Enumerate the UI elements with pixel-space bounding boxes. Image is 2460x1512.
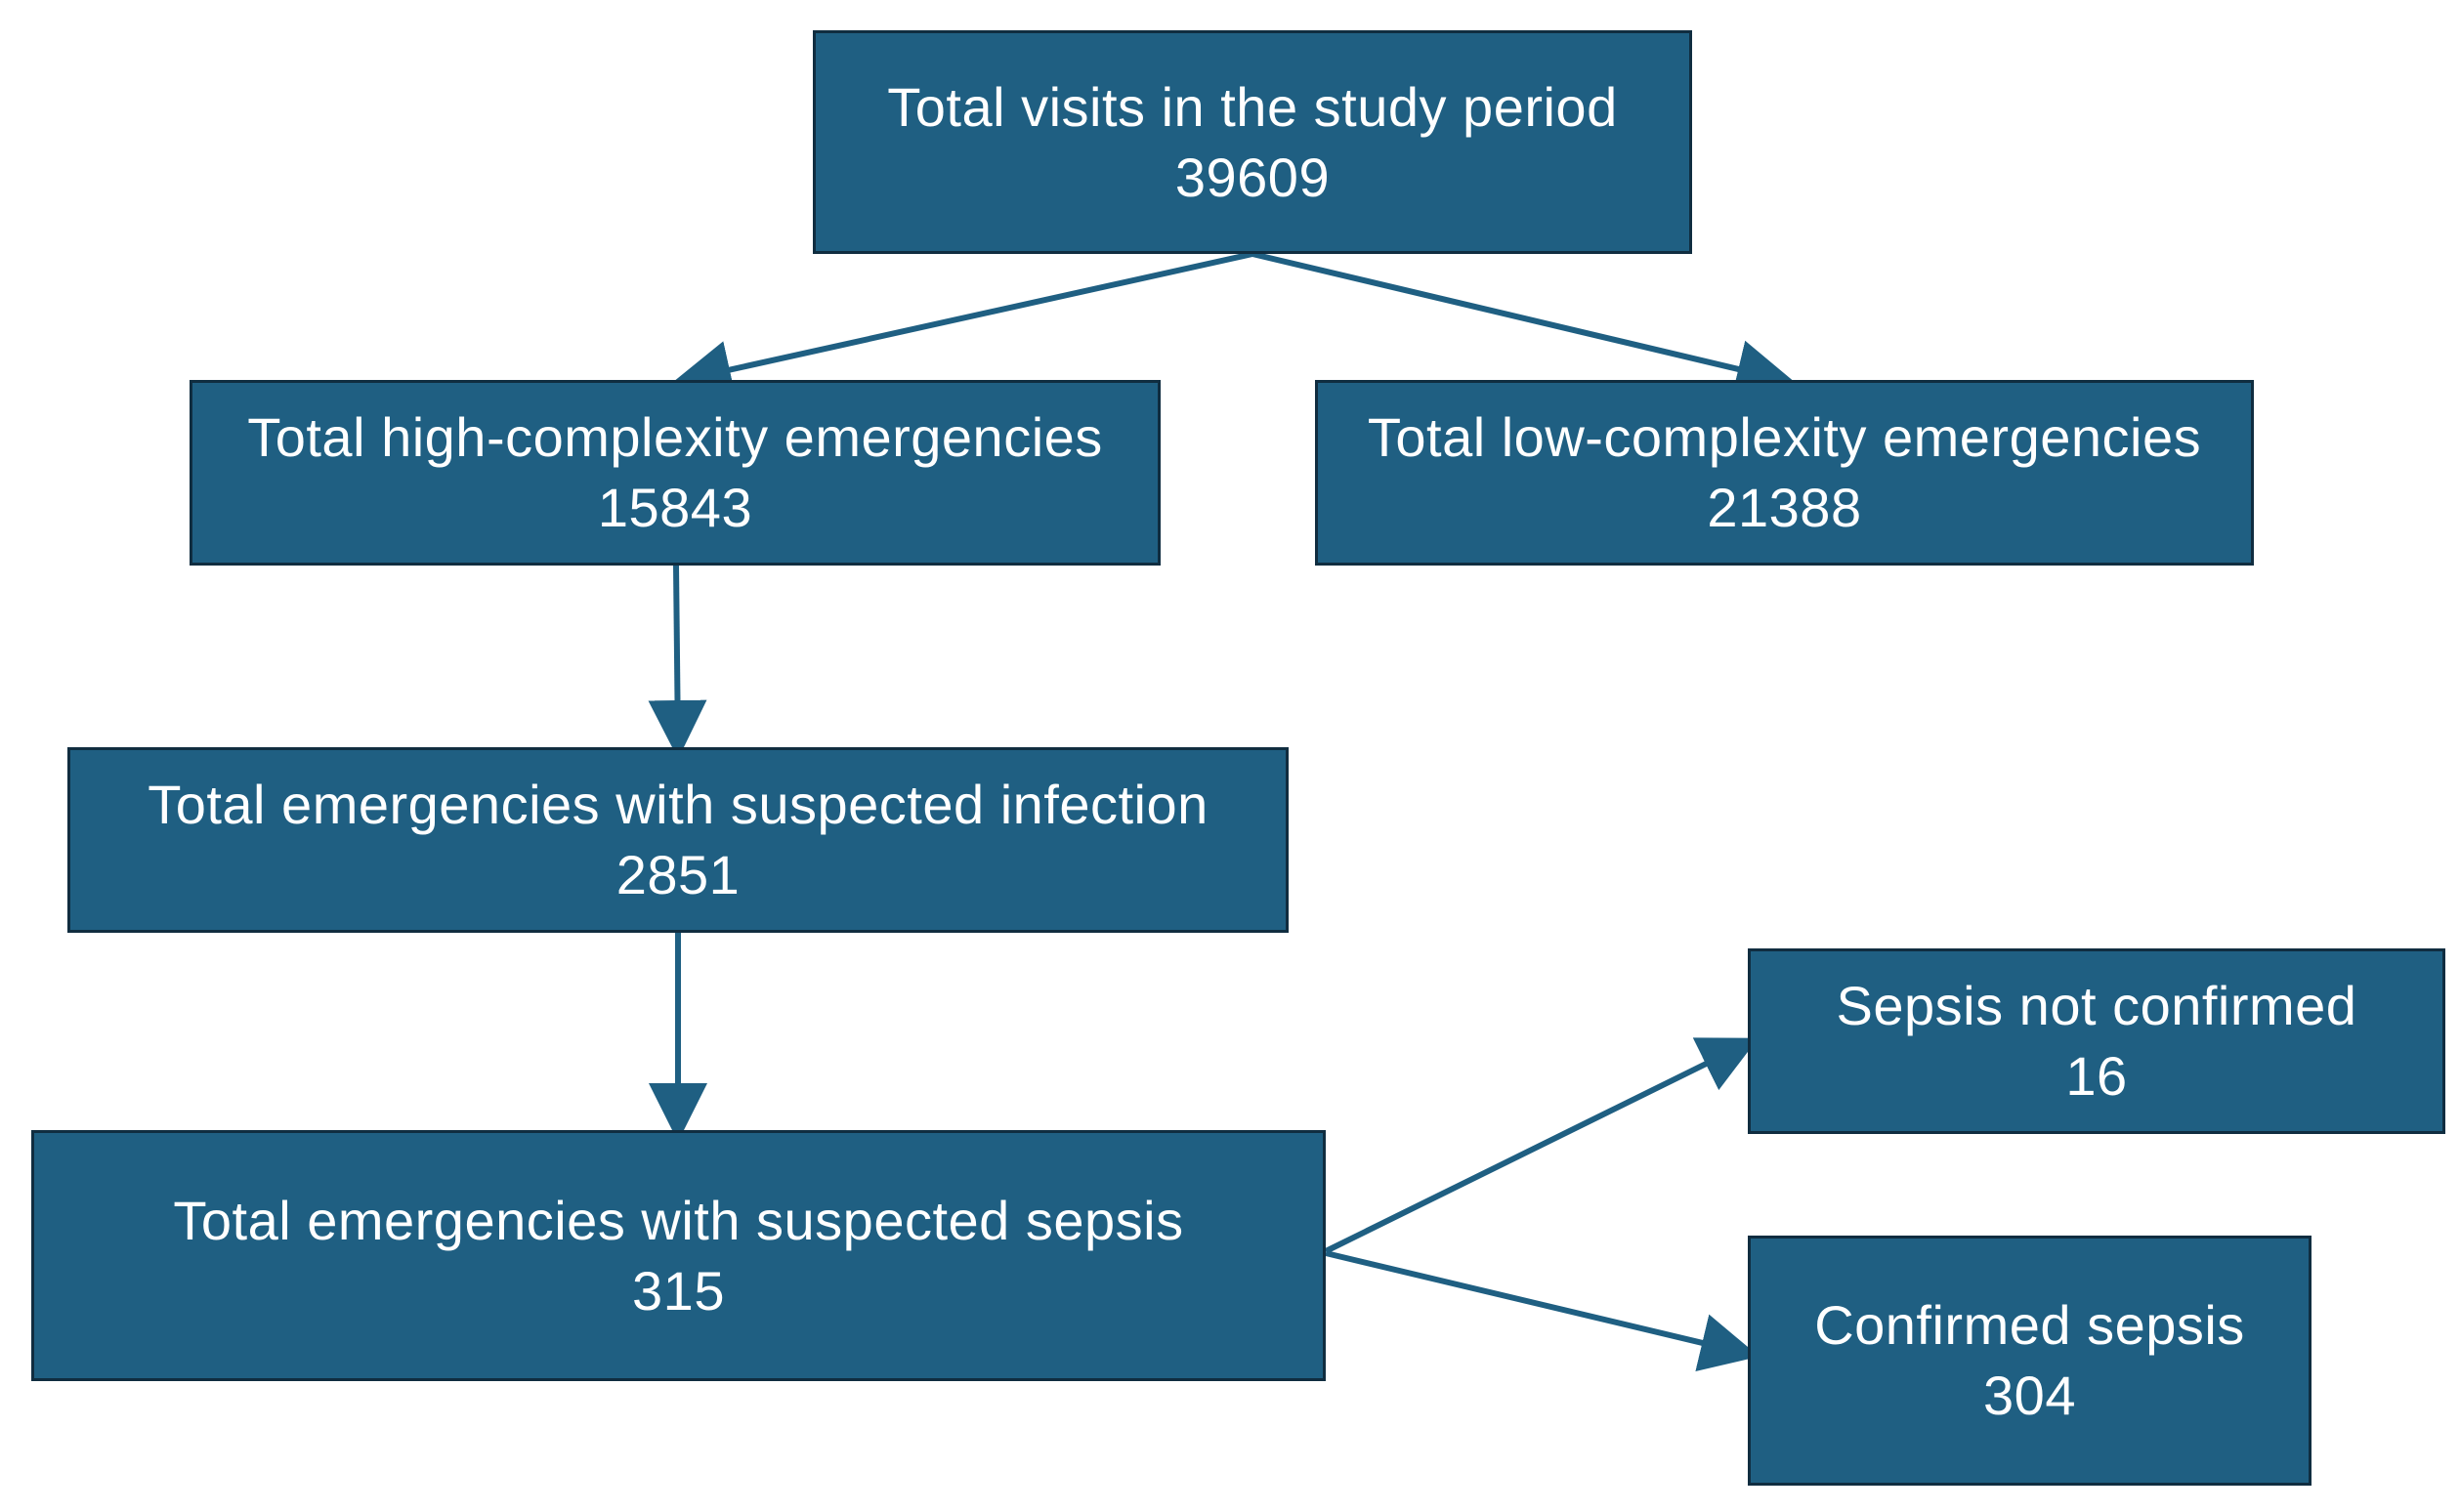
node-high-complexity-label: Total high-complexity emergencies [247,406,1103,468]
node-total-visits-value: 39609 [1174,146,1331,208]
arrow-high-complexity-to-suspected-infection [648,565,707,759]
node-confirmed-sepsis-value: 304 [1983,1365,2076,1426]
arrow-suspected-sepsis-to-sepsis-not-confirmed [1324,1037,1759,1254]
node-suspected-sepsis: Total emergencies with suspected sepsis … [31,1130,1326,1381]
node-suspected-infection: Total emergencies with suspected infecti… [67,747,1289,933]
node-suspected-infection-label: Total emergencies with suspected infecti… [148,774,1209,835]
node-confirmed-sepsis-label: Confirmed sepsis [1814,1294,2245,1356]
node-sepsis-not-confirmed: Sepsis not confirmed 16 [1748,948,2445,1134]
node-confirmed-sepsis: Confirmed sepsis 304 [1748,1236,2312,1486]
node-suspected-infection-value: 2851 [615,844,741,905]
node-suspected-sepsis-value: 315 [632,1259,725,1322]
node-low-complexity-value: 21388 [1707,477,1862,538]
node-total-visits: Total visits in the study period 39609 [813,30,1692,254]
node-high-complexity: Total high-complexity emergencies 15843 [190,380,1161,566]
node-sepsis-not-confirmed-value: 16 [2065,1045,2128,1107]
arrow-total-visits-to-high-complexity [672,251,1253,399]
node-high-complexity-value: 15843 [597,477,753,538]
node-sepsis-not-confirmed-label: Sepsis not confirmed [1836,975,2357,1036]
node-suspected-sepsis-label: Total emergencies with suspected sepsis [173,1189,1184,1251]
node-low-complexity-label: Total low-complexity emergencies [1367,406,2202,468]
node-total-visits-label: Total visits in the study period [887,75,1618,138]
arrow-suspected-sepsis-to-confirmed-sepsis [1325,1250,1760,1372]
arrow-total-visits-to-low-complexity [1251,251,1796,399]
node-low-complexity: Total low-complexity emergencies 21388 [1315,380,2254,566]
